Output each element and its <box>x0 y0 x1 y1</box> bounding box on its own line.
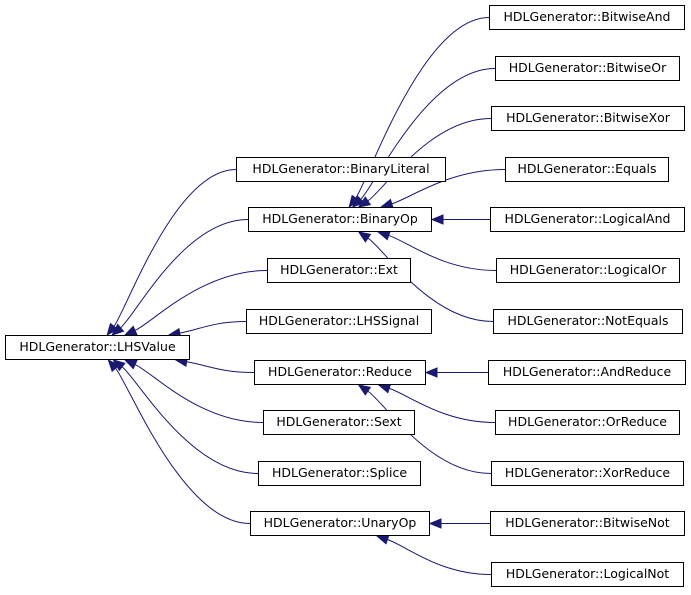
edge-sext-to-lhsvalue <box>123 359 264 423</box>
node-logicaland[interactable]: HDLGenerator::LogicalAnd <box>490 207 685 232</box>
node-logicalor[interactable]: HDLGenerator::LogicalOr <box>496 258 680 283</box>
edge-splice-to-lhsvalue <box>112 359 259 474</box>
node-bitwiseand[interactable]: HDLGenerator::BitwiseAnd <box>489 5 685 30</box>
node-notequals[interactable]: HDLGenerator::NotEquals <box>493 309 683 334</box>
node-lhssignal[interactable]: HDLGenerator::LHSSignal <box>246 309 432 334</box>
edge-binaryliteral-to-lhsvalue <box>106 169 237 337</box>
edge-bitwiseor-to-binaryop <box>351 68 496 208</box>
node-ext[interactable]: HDLGenerator::Ext <box>267 258 411 283</box>
node-equals[interactable]: HDLGenerator::Equals <box>505 157 669 182</box>
node-bitwisenot[interactable]: HDLGenerator::BitwiseNot <box>490 511 685 536</box>
node-andreduce[interactable]: HDLGenerator::AndReduce <box>488 360 686 385</box>
edge-logicalor-to-binaryop <box>376 230 497 271</box>
node-logicalnot[interactable]: HDLGenerator::LogicalNot <box>491 562 684 587</box>
node-bitwiseor[interactable]: HDLGenerator::BitwiseOr <box>495 56 680 81</box>
edge-andreduce-to-reduce <box>424 367 488 378</box>
node-unaryop[interactable]: HDLGenerator::UnaryOp <box>250 511 430 536</box>
node-binaryop[interactable]: HDLGenerator::BinaryOp <box>248 207 432 232</box>
edge-ext-to-lhsvalue <box>123 270 268 336</box>
edge-notequals-to-binaryop <box>357 231 494 322</box>
node-binaryliteral[interactable]: HDLGenerator::BinaryLiteral <box>236 157 446 182</box>
node-xorreduce[interactable]: HDLGenerator::XorReduce <box>491 461 684 486</box>
node-splice[interactable]: HDLGenerator::Splice <box>258 461 421 486</box>
node-lhsvalue[interactable]: HDLGenerator::LHSValue <box>5 335 190 360</box>
node-sext[interactable]: HDLGenerator::Sext <box>263 410 415 435</box>
edge-logicaland-to-binaryop <box>430 214 490 225</box>
edge-xorreduce-to-reduce <box>357 384 492 474</box>
edge-logicalnot-to-unaryop <box>375 534 492 575</box>
edge-bitwisenot-to-unaryop <box>428 518 490 529</box>
edge-binaryop-to-lhsvalue <box>111 219 249 336</box>
edge-bitwisexor-to-binaryop <box>357 118 492 208</box>
node-bitwisexor[interactable]: HDLGenerator::BitwiseXor <box>491 106 685 131</box>
node-orreduce[interactable]: HDLGenerator::OrReduce <box>495 410 680 435</box>
edge-unaryop-to-lhsvalue <box>107 359 251 524</box>
node-reduce[interactable]: HDLGenerator::Reduce <box>254 360 426 385</box>
